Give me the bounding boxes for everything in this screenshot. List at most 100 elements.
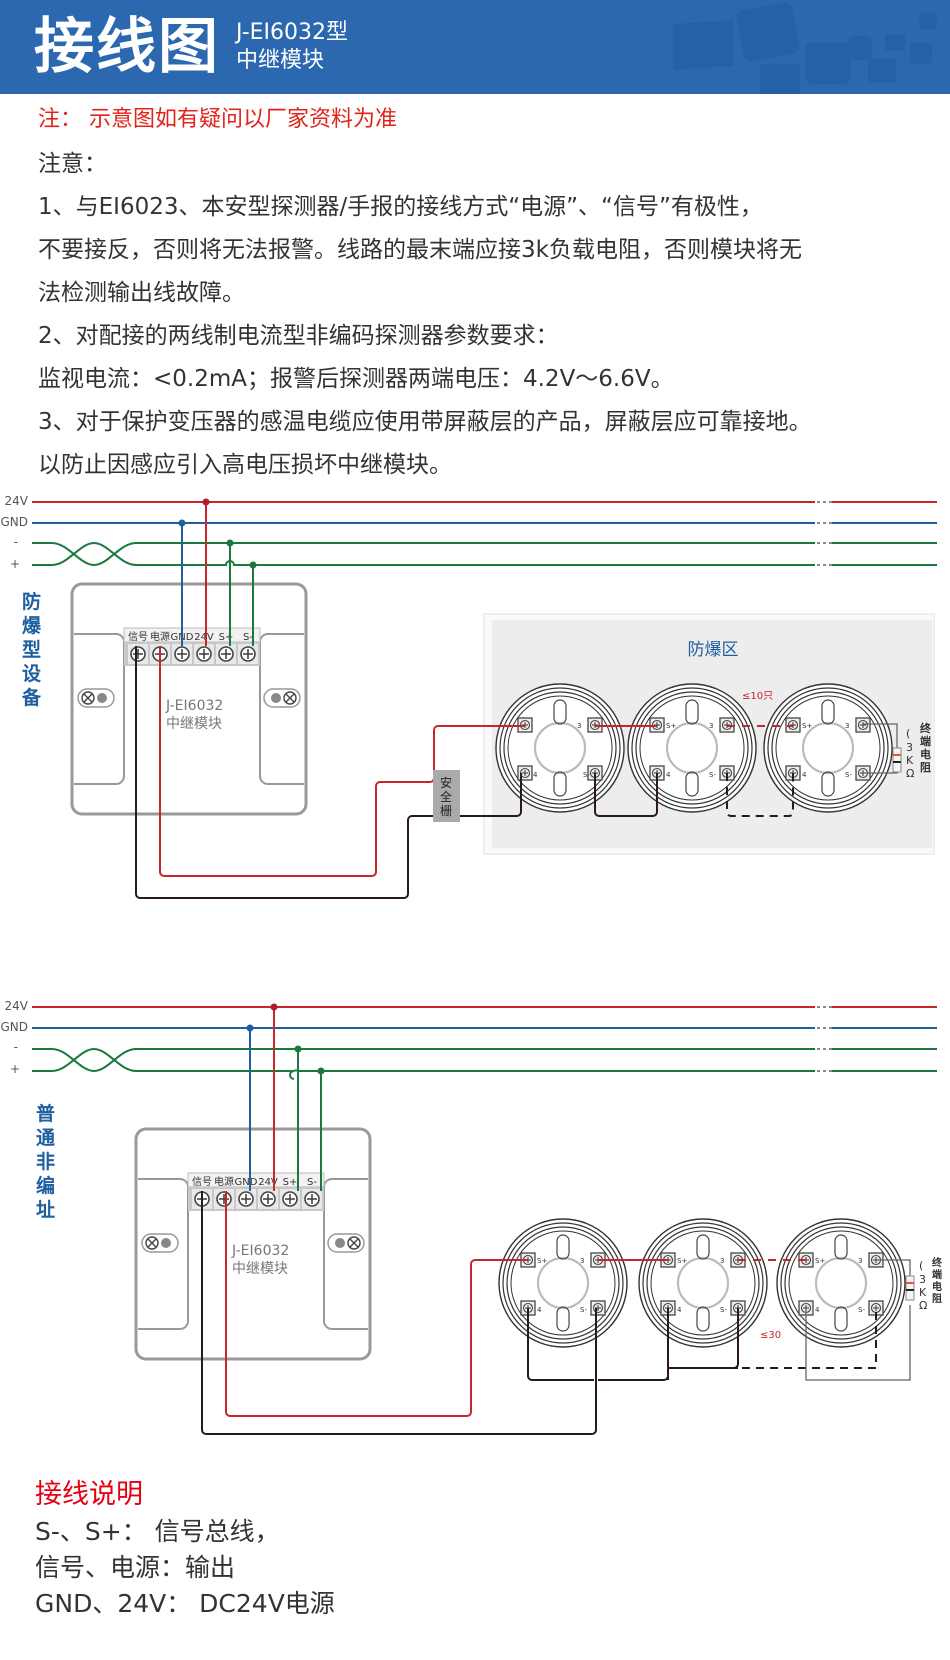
decor-cube xyxy=(805,42,851,84)
module-model-label: J-EI6032 xyxy=(165,698,223,714)
resistor-wire xyxy=(876,1259,911,1276)
detector xyxy=(764,684,892,812)
diagram-explosion-proof: 24V GND - + 防爆型设备 信号 电源 GND 24V S+ S- J-… xyxy=(0,494,937,899)
junction-dot xyxy=(270,1003,278,1011)
svg-text:4: 4 xyxy=(802,771,807,779)
bus-label-24v: 24V xyxy=(5,999,29,1013)
notes-heading: 注意： xyxy=(38,151,107,177)
wiring-explanation-line: S-、S+： 信号总线， xyxy=(35,1517,280,1546)
svg-text:S+: S+ xyxy=(802,722,812,730)
bus-signal-minus xyxy=(32,542,815,567)
terminal-labels: 信号 电源 GND 24V S+ S- xyxy=(192,1175,317,1188)
junction-dot xyxy=(226,539,234,547)
svg-text:S+: S+ xyxy=(815,1257,825,1265)
svg-text:S+: S+ xyxy=(537,1257,547,1265)
side-label-explosion-proof: 防爆型设备 xyxy=(21,590,42,709)
bus-label-gnd: GND xyxy=(0,515,28,529)
bus-signal-plus xyxy=(32,541,815,566)
decor-cube xyxy=(910,42,932,64)
wire-power-output xyxy=(225,1191,528,1417)
svg-text:4: 4 xyxy=(533,771,538,779)
bus-continuation-dots xyxy=(817,501,832,566)
terminal-label: 电源 xyxy=(214,1175,234,1188)
safety-barrier-label: 安全栅 xyxy=(440,775,452,818)
terminal-label: 24V xyxy=(258,1177,278,1188)
svg-text:4: 4 xyxy=(537,1306,542,1314)
terminal-label: 信号 xyxy=(128,631,148,643)
module-name-label: 中继模块 xyxy=(166,716,222,732)
bus-label-minus: - xyxy=(14,535,18,549)
svg-text:4: 4 xyxy=(677,1306,682,1314)
terminal-label: S+ xyxy=(219,632,234,643)
svg-text:S+: S+ xyxy=(666,722,676,730)
svg-text:S-: S- xyxy=(845,771,852,779)
wire-detector-link xyxy=(527,1308,594,1381)
svg-text:S+: S+ xyxy=(677,1257,687,1265)
resistor-label: 终端电阻 xyxy=(932,1256,943,1305)
decor-cube xyxy=(760,64,800,94)
product-name: 中继模块 xyxy=(236,48,325,73)
junction-dot xyxy=(178,519,186,527)
note-line: 1、与EI6023、本安型探测器/手报的接线方式“电源”、“信号”有极性， xyxy=(38,194,763,220)
note-line: 法检测输出线故障。 xyxy=(38,280,245,306)
safety-barrier xyxy=(433,770,460,822)
wire-power-output xyxy=(159,646,525,877)
page-title: 接线图 xyxy=(34,12,220,82)
module-model-label: J-EI6032 xyxy=(231,1243,289,1259)
terminal-label: GND xyxy=(235,1177,258,1188)
model-number: J-EI6032型 xyxy=(236,20,349,45)
note-line: 以防止因感应引入高电压损坏中继模块。 xyxy=(38,452,452,478)
svg-text:S-: S- xyxy=(580,1306,587,1314)
resistor xyxy=(892,747,902,773)
terminal-label: 24V xyxy=(194,632,214,643)
bus-label-gnd: GND xyxy=(0,1020,28,1034)
svg-text:4: 4 xyxy=(666,771,671,779)
bus-label-plus: + xyxy=(10,557,20,571)
svg-text:3: 3 xyxy=(709,722,713,730)
terminal-label: 信号 xyxy=(192,1176,212,1188)
svg-text:S-: S- xyxy=(709,771,716,779)
decor-cube xyxy=(885,34,905,50)
junction-dot xyxy=(246,1024,254,1032)
detector xyxy=(628,684,756,812)
svg-text:S-: S- xyxy=(583,771,590,779)
bus-label-minus: - xyxy=(14,1040,18,1054)
note-line: 3、对于保护变压器的感温电缆应使用带屏蔽层的产品，屏蔽层应可靠接地。 xyxy=(38,409,812,435)
side-label-non-addressable: 普通非编址 xyxy=(36,1102,56,1221)
note-line: 监视电流：<0.2mA；报警后探测器两端电压：4.2V～6.6V。 xyxy=(38,366,674,392)
wire-detector-link-dashed xyxy=(742,1308,877,1369)
terminal-label: 电源 xyxy=(150,630,170,643)
detector xyxy=(499,1219,627,1347)
resistor xyxy=(905,1275,915,1301)
bus-label-24v: 24V xyxy=(5,494,29,508)
disclaimer: 注： 示意图如有疑问以厂家资料为准 xyxy=(38,107,397,132)
terminal-label: S- xyxy=(307,1177,317,1188)
bus-label-plus: + xyxy=(10,1062,20,1076)
zone-label: 防爆区 xyxy=(688,640,739,660)
detector xyxy=(777,1219,905,1347)
junction-dot xyxy=(317,1067,325,1075)
module-name-label: 中继模块 xyxy=(232,1261,288,1277)
svg-text:3: 3 xyxy=(845,722,849,730)
junction-dot xyxy=(249,561,257,569)
svg-text:3: 3 xyxy=(580,1257,584,1265)
detector xyxy=(496,684,624,812)
svg-text:3: 3 xyxy=(858,1257,862,1265)
max-count-label: ≤30 xyxy=(760,1330,781,1341)
wiring-explanation-title: 接线说明 xyxy=(35,1479,143,1510)
wiring-explanation-line: GND、24V： DC24V电源 xyxy=(35,1589,335,1618)
resistor-label: 终端电阻 xyxy=(920,721,932,774)
bus-signal-plus xyxy=(32,1047,815,1080)
note-line: 2、对配接的两线制电流型非编码探测器参数要求： xyxy=(38,323,559,349)
svg-text:S-: S- xyxy=(720,1306,727,1314)
bus-signal-minus xyxy=(32,1048,815,1073)
wiring-explanation-line: 信号、电源：输出 xyxy=(35,1553,236,1582)
note-line: 不要接反，否则将无法报警。线路的最末端应接3k负载电阻，否则模块将无 xyxy=(38,237,802,263)
decor-cube xyxy=(868,58,896,82)
diagram-non-addressable: 24V GND - + 普通非编址 信号 电源 GND 24V S+ S- J-… xyxy=(0,999,943,1435)
bus-continuation-dots xyxy=(817,1006,832,1072)
